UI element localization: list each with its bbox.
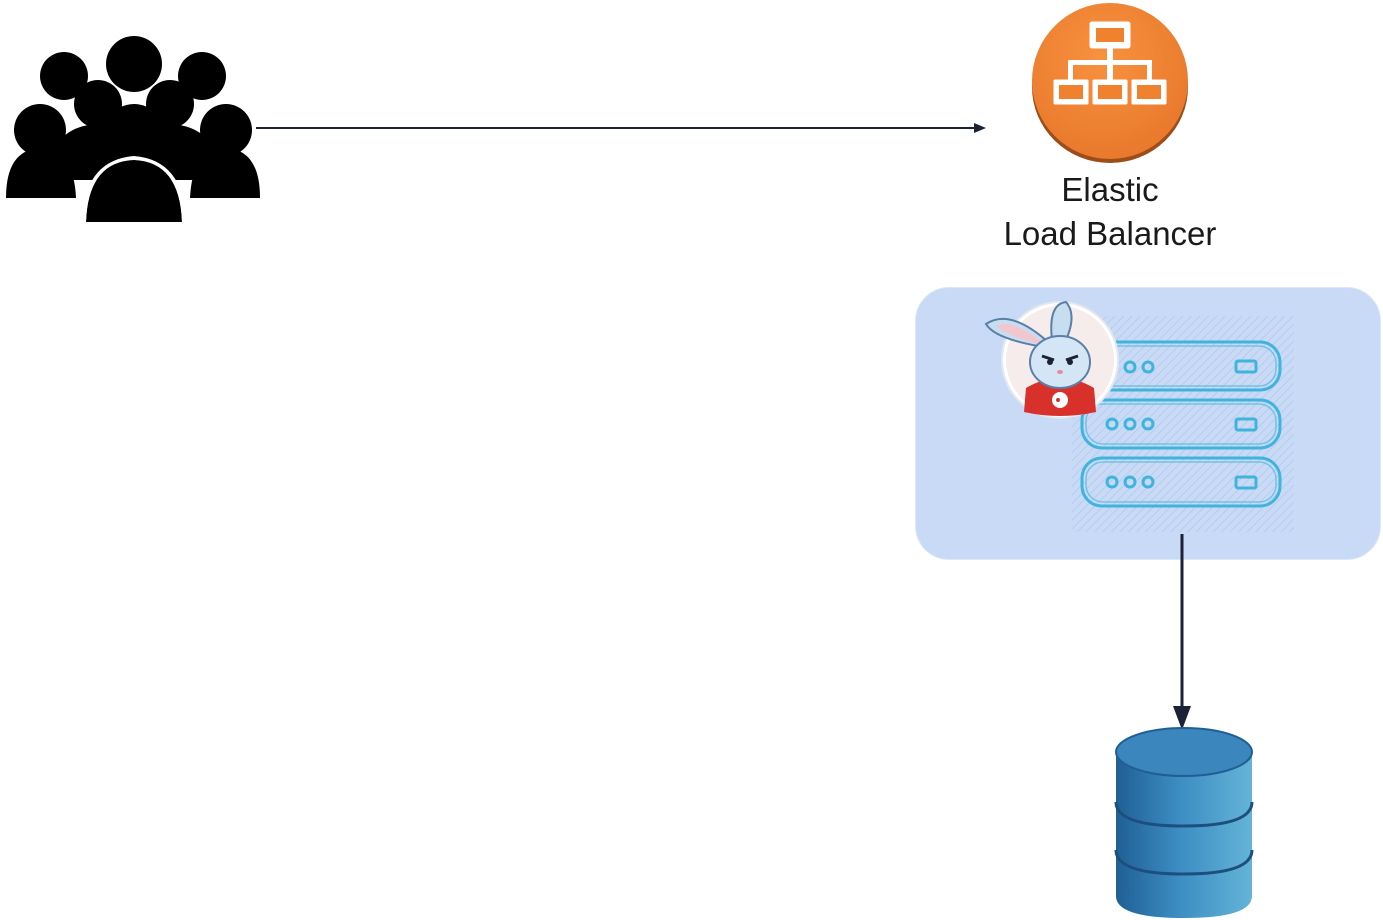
load-balancer-label-line2: Load Balancer bbox=[1003, 215, 1217, 252]
load-balancer-label: Elastic Load Balancer bbox=[960, 168, 1260, 256]
database-icon bbox=[1114, 727, 1254, 918]
load-balancer-label-line1: Elastic bbox=[1061, 171, 1159, 208]
arrow-users-to-load-balancer bbox=[256, 123, 986, 133]
arrow-server-to-database bbox=[1173, 534, 1191, 730]
rabbit-mascot-icon bbox=[984, 300, 1119, 419]
elastic-load-balancer-icon bbox=[1032, 3, 1188, 163]
users-group-icon bbox=[6, 36, 260, 222]
